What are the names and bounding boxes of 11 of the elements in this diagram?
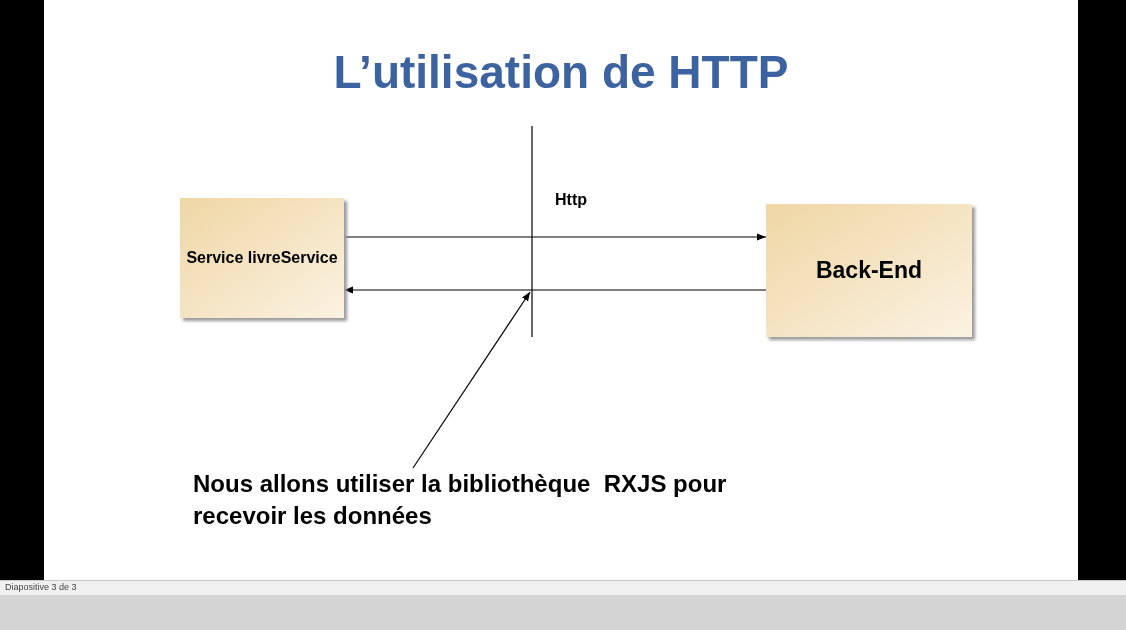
slide-counter: Diapositive 3 de 3 bbox=[5, 582, 77, 593]
node-label: Nous allons utiliser la bibliothèque RXJS pour recevoir les données bbox=[193, 470, 728, 529]
process-box bbox=[766, 204, 972, 337]
protocol-label: Http bbox=[555, 190, 587, 210]
node-label: Back-End bbox=[815, 256, 923, 286]
node-label: Service livreService bbox=[186, 248, 338, 268]
process-box bbox=[180, 198, 344, 318]
leader-arrow bbox=[412, 291, 531, 469]
title: L’utilisation de HTTP bbox=[332, 45, 790, 100]
arrow bbox=[343, 233, 767, 241]
arrow bbox=[343, 286, 767, 294]
